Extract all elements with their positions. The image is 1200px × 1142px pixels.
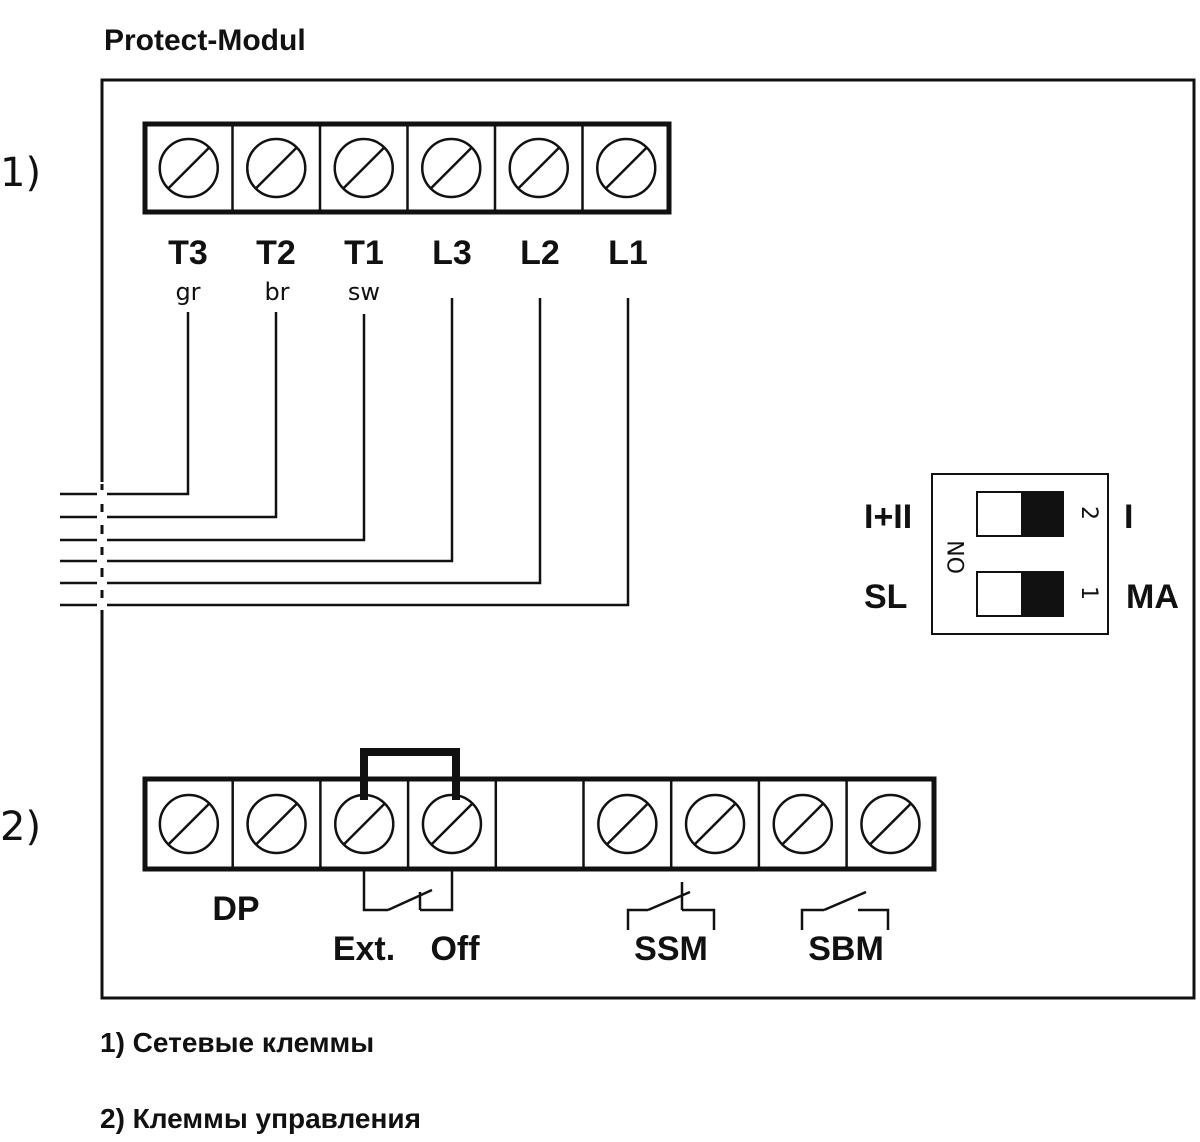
terminal-label-t3: T3 <box>168 234 208 272</box>
control-terminal-frame <box>142 776 937 872</box>
wire-color-br: br <box>264 278 289 306</box>
control-terminal-screw-icon <box>334 793 395 855</box>
dip-switch-frame <box>931 473 1109 635</box>
power-wires <box>60 298 630 607</box>
wire-color-gr: gr <box>175 278 200 306</box>
terminal-label-l3: L3 <box>432 234 472 272</box>
section-marker-2: 2) <box>0 804 41 850</box>
section-marker-1: 1) <box>0 150 41 196</box>
wire-l3 <box>60 298 454 563</box>
ext-off-contact-symbol <box>362 869 454 912</box>
control-terminal-screw-icon <box>597 793 658 855</box>
control-terminal-screw-icon <box>860 793 921 855</box>
power-terminal-screw-icon <box>246 137 307 199</box>
control-terminal-block <box>142 776 937 872</box>
power-terminal-labels: T3 T2 T1 L3 L2 L1 gr br sw <box>168 234 648 306</box>
dip-on-label: ON <box>945 540 970 574</box>
power-terminal-screw-icon <box>333 137 394 199</box>
wire-color-sw: sw <box>348 278 380 306</box>
terminal-label-l1: L1 <box>608 234 648 272</box>
terminal-label-t2: T2 <box>256 234 296 272</box>
caption-control-terminals: 2) Клеммы управления <box>100 1103 421 1134</box>
control-terminal-screw-icon <box>772 793 833 855</box>
ssm-contact-symbol <box>626 882 716 930</box>
control-terminal-screw-icon <box>158 793 220 855</box>
dip-number-2: 2 <box>1076 506 1101 520</box>
wire-t1 <box>60 314 366 542</box>
control-terminal-screw-icon <box>421 793 483 855</box>
label-sbm: SBM <box>808 930 884 968</box>
label-ext: Ext. <box>333 930 395 968</box>
wire-t2 <box>60 312 278 519</box>
control-terminal-screw-icon <box>246 793 307 855</box>
dip-label-sl: SL <box>864 578 907 616</box>
dip-switch: ON 2 1 I+II SL I MA <box>864 473 1179 635</box>
sbm-contact-symbol <box>800 890 890 930</box>
dip-switch-1-knob <box>1021 572 1063 616</box>
terminal-label-l2: L2 <box>520 234 560 272</box>
power-terminal-screw-icon <box>508 137 569 199</box>
control-terminal-screw-icon <box>684 793 746 855</box>
wire-l2 <box>60 298 542 585</box>
diagram-title: Protect-Modul <box>104 24 306 57</box>
power-terminal-screw-icon <box>421 137 482 199</box>
caption-power-terminals: 1) Сетевые клеммы <box>100 1027 374 1058</box>
dip-label-i-ii: I+II <box>864 498 912 536</box>
label-ssm: SSM <box>634 930 708 968</box>
label-dp: DP <box>212 890 259 928</box>
dip-switch-2-knob <box>1021 492 1063 536</box>
power-terminal-screw-icon <box>158 137 219 199</box>
dip-number-1: 1 <box>1076 586 1101 600</box>
power-terminal-screw-icon <box>596 137 657 199</box>
wire-t3 <box>60 312 190 496</box>
dip-label-ma: MA <box>1126 578 1179 616</box>
power-terminal-block <box>142 121 672 215</box>
terminal-label-t1: T1 <box>344 234 384 272</box>
jumper-bridge <box>360 748 460 800</box>
dip-label-i: I <box>1124 498 1133 536</box>
wire-l1 <box>60 298 630 607</box>
label-off: Off <box>430 930 480 968</box>
